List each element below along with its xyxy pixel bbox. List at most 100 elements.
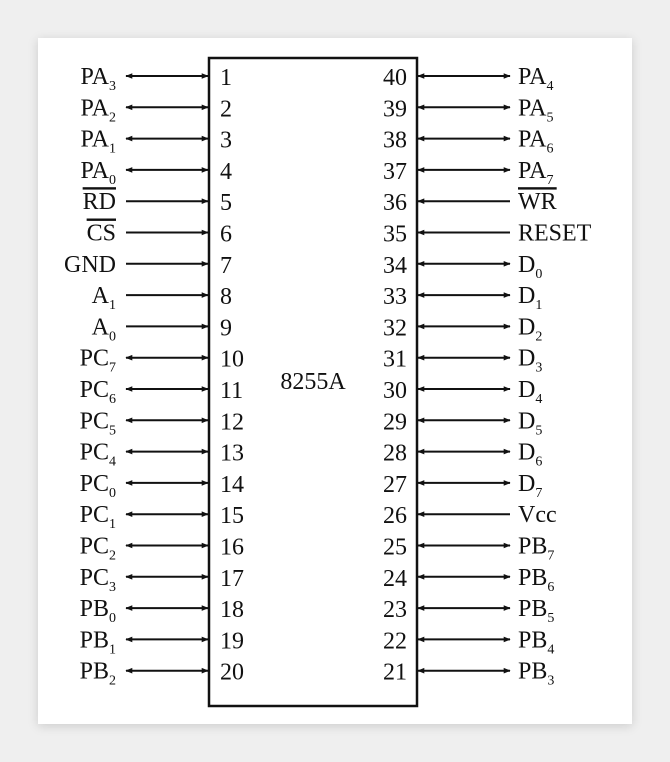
signal-label-d0: D0 — [518, 252, 542, 282]
signal-name: PC — [80, 471, 109, 497]
signal-name: D — [518, 377, 535, 403]
signal-name: PA — [81, 158, 110, 184]
signal-name: PA — [81, 95, 110, 121]
signal-name: PB — [518, 627, 547, 653]
signal-name: PC — [80, 377, 109, 403]
pin-row-1: 1 PA3 — [81, 64, 232, 94]
signal-name: PA — [518, 64, 547, 90]
pin-number-12: 12 — [220, 409, 244, 435]
pin-number-23: 23 — [383, 597, 407, 623]
pinout-diagram: 8255A 1PA32PA23PA14PA05RD6CS7GND8A19A010… — [64, 56, 592, 708]
signal-label-d6: D6 — [518, 440, 542, 470]
signal-name: PC — [80, 534, 109, 560]
pin-number-2: 2 — [220, 96, 232, 122]
signal-subscript: 2 — [109, 549, 116, 564]
signal-label-rd: RD — [83, 189, 116, 215]
pin-number-17: 17 — [220, 566, 244, 592]
signal-subscript: 0 — [109, 173, 116, 188]
pin-number-20: 20 — [220, 660, 244, 686]
pin-number-24: 24 — [383, 566, 407, 592]
pin-number-36: 36 — [383, 190, 407, 216]
signal-name: PC — [80, 502, 109, 528]
signal-label-d2: D2 — [518, 314, 542, 344]
signal-name: PA — [81, 64, 110, 90]
signal-label-gnd: GND — [64, 252, 116, 278]
signal-label-pc3: PC3 — [80, 565, 116, 595]
signal-subscript: 4 — [547, 642, 554, 657]
signal-label-pa3: PA3 — [81, 64, 116, 94]
signal-name: PB — [518, 659, 547, 685]
signal-name: D — [518, 440, 535, 466]
signal-label-pc2: PC2 — [80, 534, 116, 564]
signal-subscript: 7 — [535, 486, 542, 501]
signal-name: A — [92, 314, 110, 340]
signal-label-pa5: PA5 — [518, 95, 553, 125]
signal-label-pb3: PB3 — [518, 659, 554, 689]
signal-subscript: 4 — [535, 392, 542, 407]
signal-subscript: 2 — [535, 329, 542, 344]
pin-number-7: 7 — [220, 253, 232, 279]
signal-name: PB — [80, 596, 109, 622]
signal-name: PA — [518, 158, 547, 184]
pin-row-12: 12 PC5 — [80, 408, 244, 438]
signal-label-pa4: PA4 — [518, 64, 553, 94]
signal-subscript: 6 — [535, 455, 542, 470]
signal-label-pc5: PC5 — [80, 408, 116, 438]
signal-subscript: 4 — [546, 79, 553, 94]
pin-number-39: 39 — [383, 96, 407, 122]
pin-number-5: 5 — [220, 190, 232, 216]
signal-label-pb6: PB6 — [518, 565, 554, 595]
signal-label-pc6: PC6 — [80, 377, 116, 407]
pin-number-8: 8 — [220, 284, 232, 310]
signal-name: Vcc — [518, 502, 557, 528]
pin-number-33: 33 — [383, 284, 407, 310]
signal-subscript: 0 — [109, 611, 116, 626]
pin-number-1: 1 — [220, 65, 232, 91]
signal-name: PB — [80, 659, 109, 685]
pin-row-31: 31 D3 — [383, 346, 542, 376]
pin-number-27: 27 — [383, 472, 407, 498]
signal-name: PA — [518, 127, 547, 153]
signal-subscript: 6 — [547, 580, 554, 595]
pin-number-38: 38 — [383, 128, 407, 154]
signal-subscript: 5 — [109, 423, 116, 438]
signal-name: D — [518, 346, 535, 372]
pin-number-26: 26 — [383, 503, 407, 529]
pin-number-30: 30 — [383, 378, 407, 404]
signal-label-d3: D3 — [518, 346, 542, 376]
pin-number-3: 3 — [220, 128, 232, 154]
pin-row-5: 5 RD — [83, 189, 232, 216]
signal-label-vcc: Vcc — [518, 502, 557, 528]
signal-name: D — [518, 283, 535, 309]
signal-name: PA — [518, 95, 547, 121]
signal-name: D — [518, 252, 535, 278]
signal-subscript: 7 — [546, 173, 553, 188]
pin-number-18: 18 — [220, 597, 244, 623]
signal-name: PC — [80, 565, 109, 591]
signal-name: D — [518, 471, 535, 497]
signal-label-pb5: PB5 — [518, 596, 554, 626]
pin-number-31: 31 — [383, 347, 407, 373]
signal-label-d7: D7 — [518, 471, 542, 501]
chip-body — [207, 56, 419, 708]
pin-number-28: 28 — [383, 441, 407, 467]
signal-label-a1: A1 — [92, 283, 116, 313]
signal-subscript: 3 — [109, 580, 116, 595]
signal-name: PB — [518, 596, 547, 622]
pin-row-18: 18 PB0 — [80, 596, 244, 626]
left-pins: 1PA32PA23PA14PA05RD6CS7GND8A19A010PC711P… — [64, 64, 244, 689]
signal-subscript: 1 — [535, 298, 542, 313]
signal-name: PA — [81, 127, 110, 153]
signal-subscript: 5 — [535, 423, 542, 438]
signal-name: RESET — [518, 221, 592, 247]
